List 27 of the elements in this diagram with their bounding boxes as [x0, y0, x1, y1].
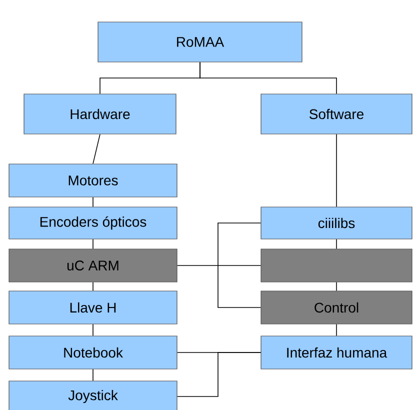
connector-line [336, 238, 337, 250]
process-box: Llave H [8, 290, 178, 324]
connector-line [92, 282, 94, 292]
process-box: Encoders ópticos [8, 206, 178, 240]
process-box: ciiilibs [260, 206, 412, 240]
process-box: Software [260, 94, 412, 134]
connector-line [92, 134, 100, 164]
process-box: Motores [8, 164, 178, 198]
connector-line [92, 368, 94, 382]
connector-line [92, 196, 94, 208]
process-box: Interfaz humana [260, 336, 412, 370]
process-box: RoMAA [98, 22, 302, 62]
connector-line [176, 265, 262, 266]
connector-line [218, 222, 262, 308]
connector-line [200, 62, 337, 94]
process-box: uC ARM [8, 248, 178, 282]
connector-line [336, 134, 337, 208]
empty-box [260, 248, 412, 282]
process-box: Joystick [8, 380, 178, 410]
connector-line [336, 324, 337, 336]
process-box: Control [260, 290, 412, 324]
process-box: Hardware [24, 94, 176, 134]
connector-line [92, 238, 94, 250]
connector-line [336, 282, 337, 292]
connector-line [176, 352, 262, 397]
process-box: Notebook [8, 336, 178, 370]
connector-line [92, 324, 94, 336]
